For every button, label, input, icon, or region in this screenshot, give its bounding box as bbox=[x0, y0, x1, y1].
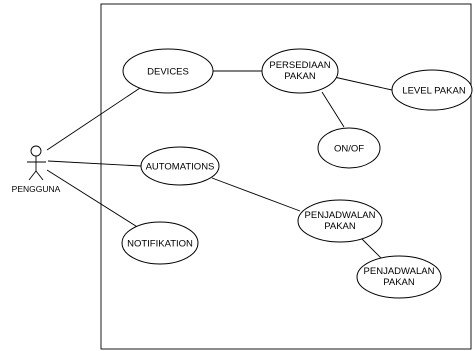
use-case-penjadwalan-pakan-2: PENJADWALAN PAKAN bbox=[356, 255, 442, 299]
use-case-level-pakan: LEVEL PAKAN bbox=[391, 69, 473, 111]
connections bbox=[46, 70, 393, 261]
line-persediaan-level bbox=[333, 76, 393, 91]
use-case-label: PENJADWALAN bbox=[305, 210, 376, 221]
use-case-label: AUTOMATIONS bbox=[146, 162, 215, 173]
use-case-on-of: ON/OF bbox=[317, 127, 381, 169]
use-case-label: PENJADWALAN bbox=[364, 266, 435, 277]
use-case-label: PERSEDIAAN bbox=[269, 60, 330, 71]
use-case-label: DEVICES bbox=[147, 67, 189, 78]
use-case-label: PAKAN bbox=[284, 71, 316, 82]
line-penjadwalan1-penjadwalan2 bbox=[360, 237, 384, 261]
system-boundary bbox=[100, 3, 472, 350]
stick-figure-icon bbox=[27, 145, 46, 181]
line-actor-automations bbox=[47, 160, 142, 167]
use-case-label: PAKAN bbox=[324, 221, 356, 232]
line-automations-penjadwalan1 bbox=[211, 177, 301, 212]
use-case-label: LEVEL PAKAN bbox=[402, 86, 466, 97]
use-case-penjadwalan-pakan-1: PENJADWALAN PAKAN bbox=[297, 199, 383, 243]
use-case-label: ON/OF bbox=[334, 144, 364, 155]
line-actor-notifikation bbox=[46, 169, 140, 229]
use-case-devices: DEVICES bbox=[122, 48, 214, 94]
line-actor-devices bbox=[46, 85, 144, 151]
actor-pengguna: PENGGUNA bbox=[12, 145, 61, 194]
use-case-notifikation: NOTIFIKATION bbox=[121, 221, 199, 265]
use-case-automations: AUTOMATIONS bbox=[140, 146, 220, 186]
line-persediaan-onof bbox=[321, 91, 345, 128]
use-case-label: PAKAN bbox=[383, 277, 415, 288]
use-case-persediaan-pakan: PERSEDIAAN PAKAN bbox=[261, 48, 339, 94]
actor-label: PENGGUNA bbox=[12, 184, 61, 194]
use-case-label: NOTIFIKATION bbox=[127, 239, 193, 250]
